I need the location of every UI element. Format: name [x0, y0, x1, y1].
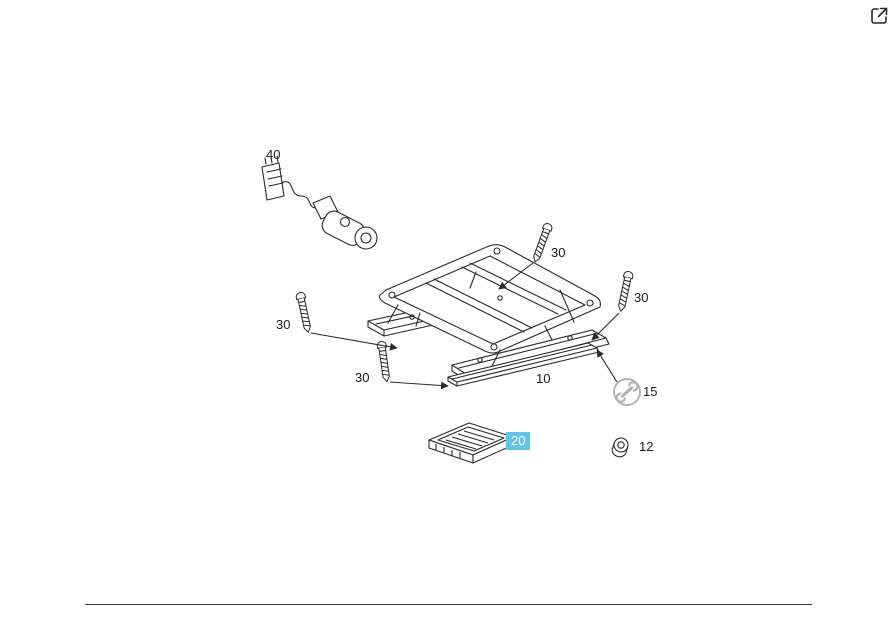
open-external-icon — [871, 7, 888, 24]
control-module[interactable] — [428, 422, 514, 464]
callout-20-selected[interactable]: 20 — [506, 432, 531, 450]
callout-30-left[interactable]: 30 — [276, 317, 291, 332]
leader-lines — [310, 262, 620, 390]
sleeve-part[interactable] — [611, 436, 630, 458]
screw-left[interactable] — [294, 291, 314, 334]
callout-30-bottom[interactable]: 30 — [355, 370, 370, 385]
wrench-icon — [613, 378, 641, 406]
seat-frame-assembly[interactable] — [367, 244, 610, 381]
footer-divider — [85, 604, 812, 605]
motor-cable-assembly[interactable] — [261, 155, 378, 250]
callout-30-top[interactable]: 30 — [551, 245, 566, 260]
callout-15[interactable]: 15 — [643, 384, 658, 399]
screw-right[interactable] — [615, 270, 635, 313]
callout-12[interactable]: 12 — [639, 439, 654, 454]
callout-30-right[interactable]: 30 — [634, 290, 649, 305]
open-external-button[interactable] — [867, 4, 891, 28]
callout-10[interactable]: 10 — [536, 371, 551, 386]
callout-40[interactable]: 40 — [266, 147, 281, 162]
screw-top[interactable] — [530, 221, 554, 264]
